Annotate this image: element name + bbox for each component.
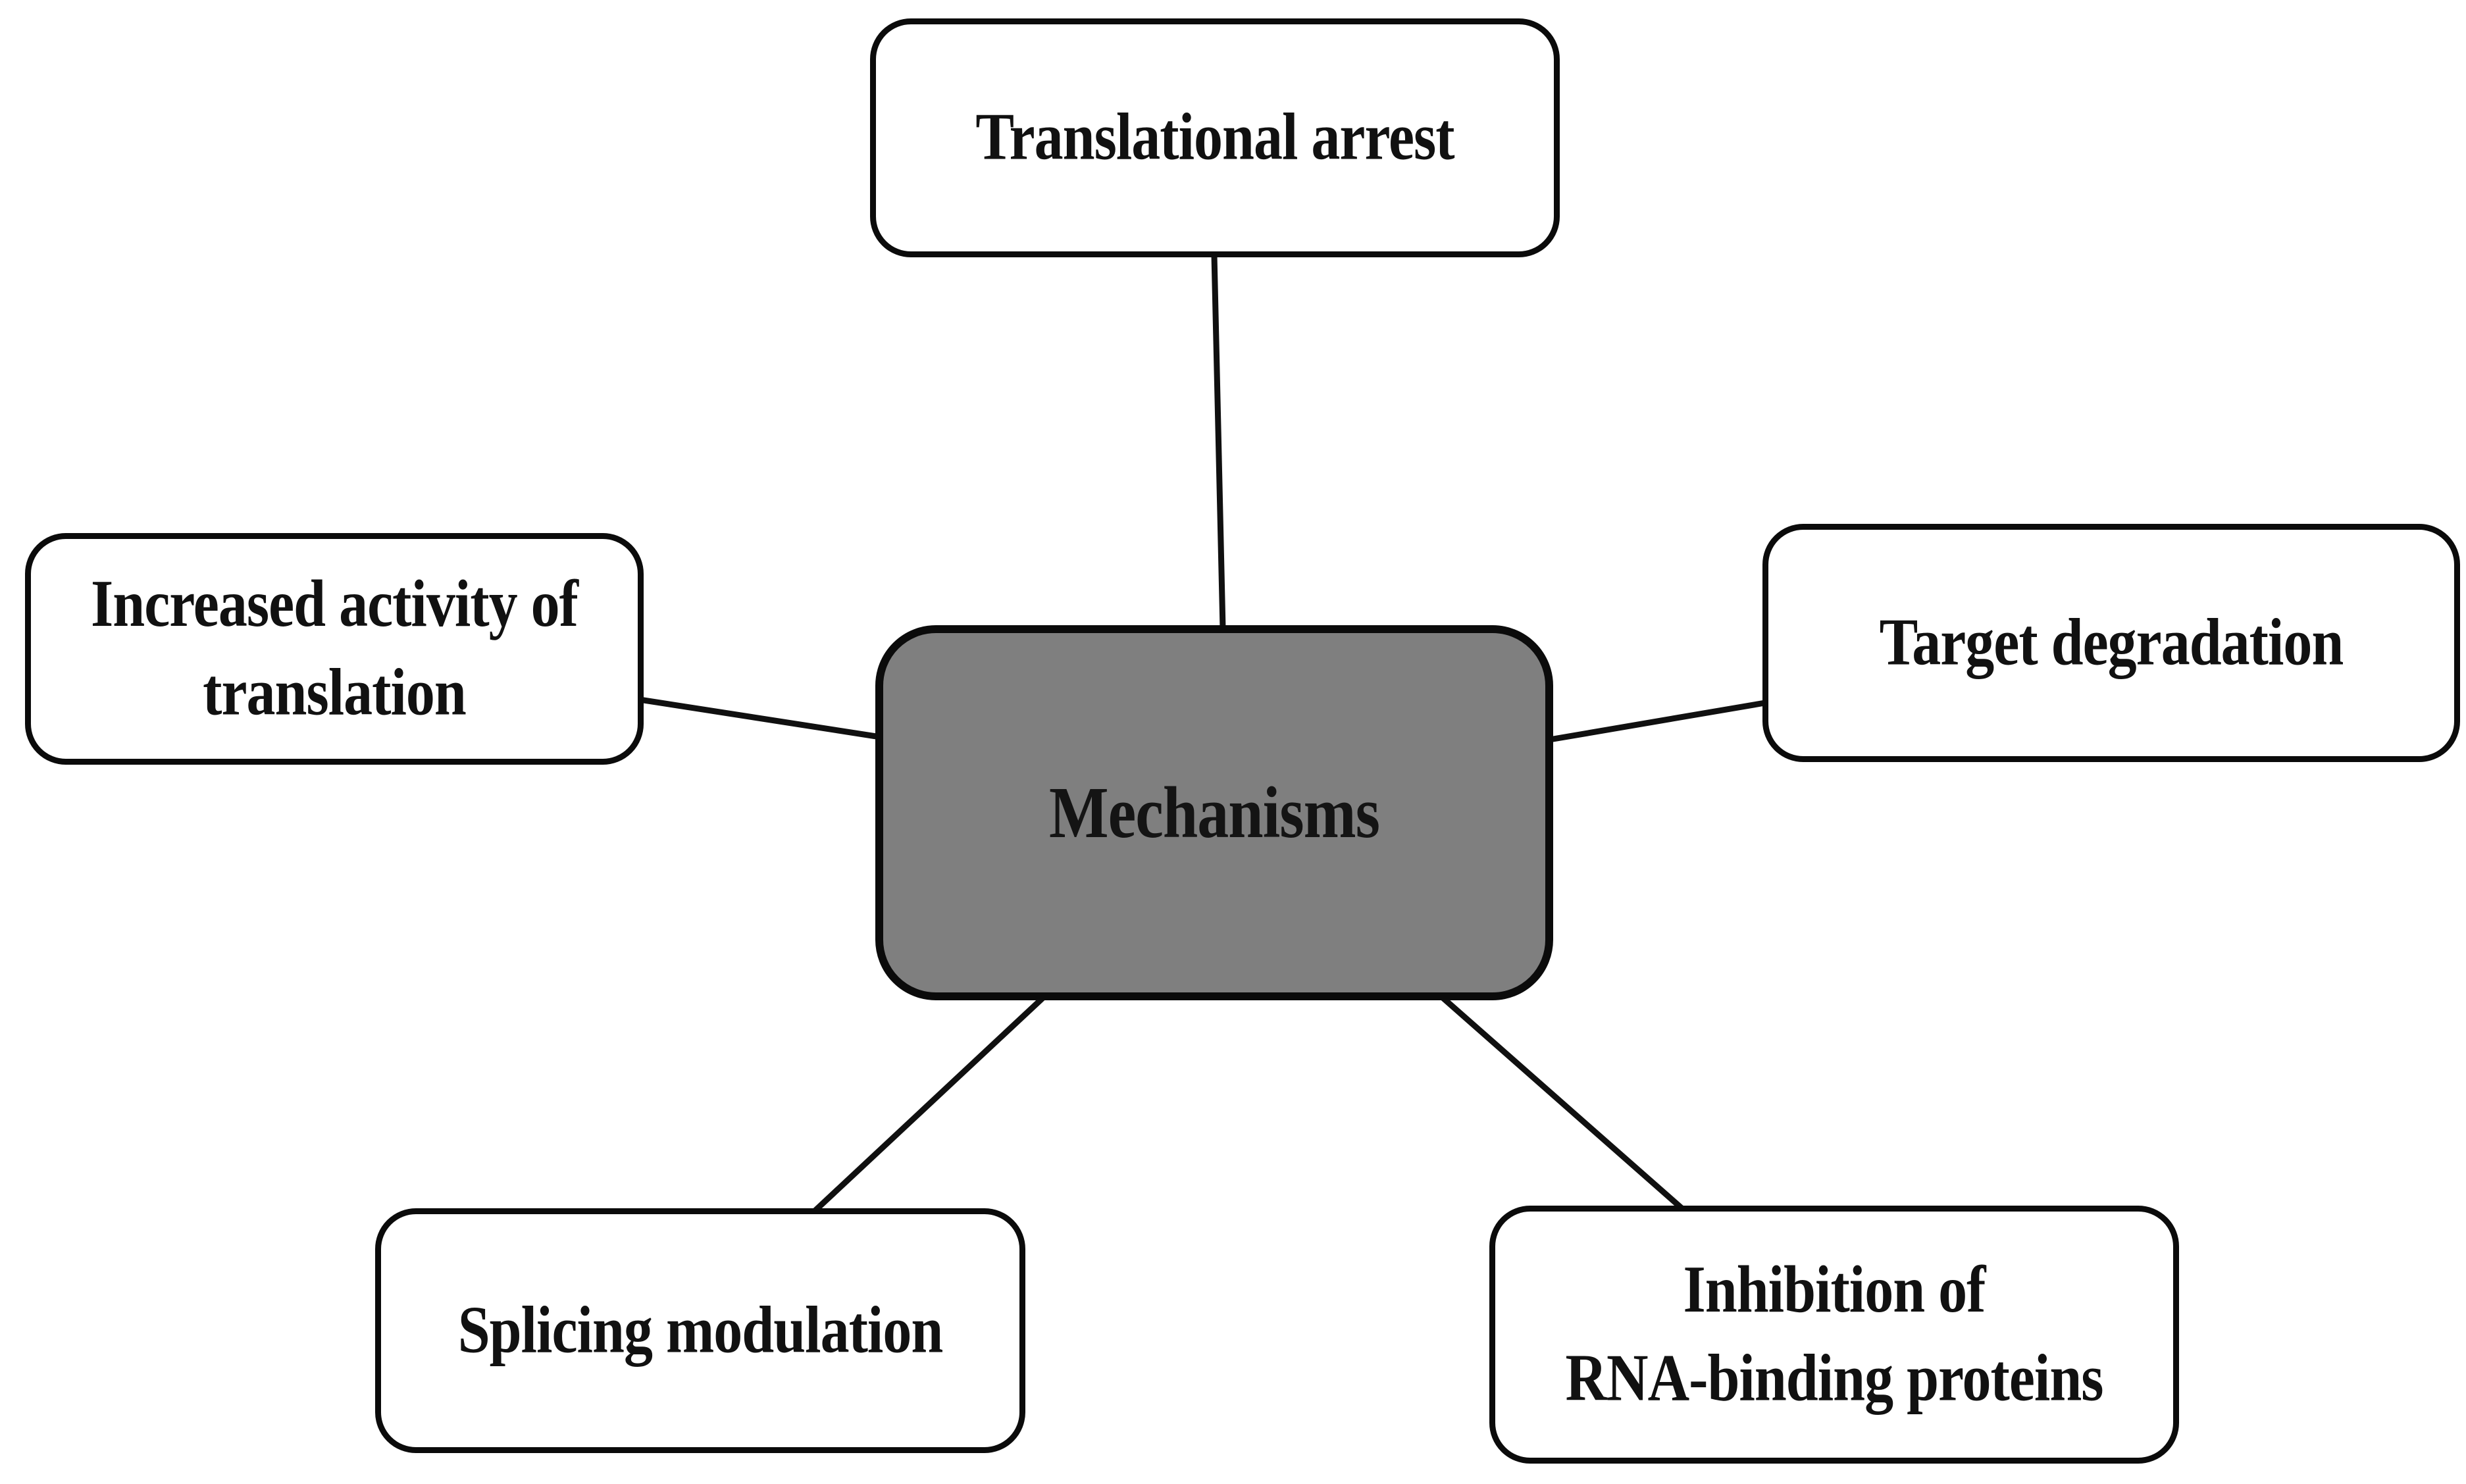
connector-top xyxy=(1211,252,1226,632)
center-node-label: Mechanisms xyxy=(1049,771,1380,854)
node-label: Translational arrest xyxy=(975,100,1454,175)
connector-right xyxy=(1546,700,1768,743)
node-label: Inhibition of RNA-binding proteins xyxy=(1565,1252,2103,1416)
node-target-degradation: Target degradation xyxy=(1762,524,2460,762)
connector-left xyxy=(632,696,884,740)
connector-bottom-right xyxy=(1439,994,1688,1214)
node-translational-arrest: Translational arrest xyxy=(870,18,1560,257)
node-increased-activity-of-translation: Increased activity of translation xyxy=(25,533,644,765)
center-node-mechanisms: Mechanisms xyxy=(875,625,1553,1000)
node-splicing-modulation: Splicing modulation xyxy=(375,1208,1025,1453)
node-label: Splicing modulation xyxy=(457,1293,944,1368)
node-inhibition-of-rna-binding-proteins: Inhibition of RNA-binding proteins xyxy=(1489,1206,2179,1464)
connector-bottom-left xyxy=(811,994,1046,1214)
node-label: Target degradation xyxy=(1879,605,2344,680)
node-label: Increased activity of translation xyxy=(91,567,578,730)
